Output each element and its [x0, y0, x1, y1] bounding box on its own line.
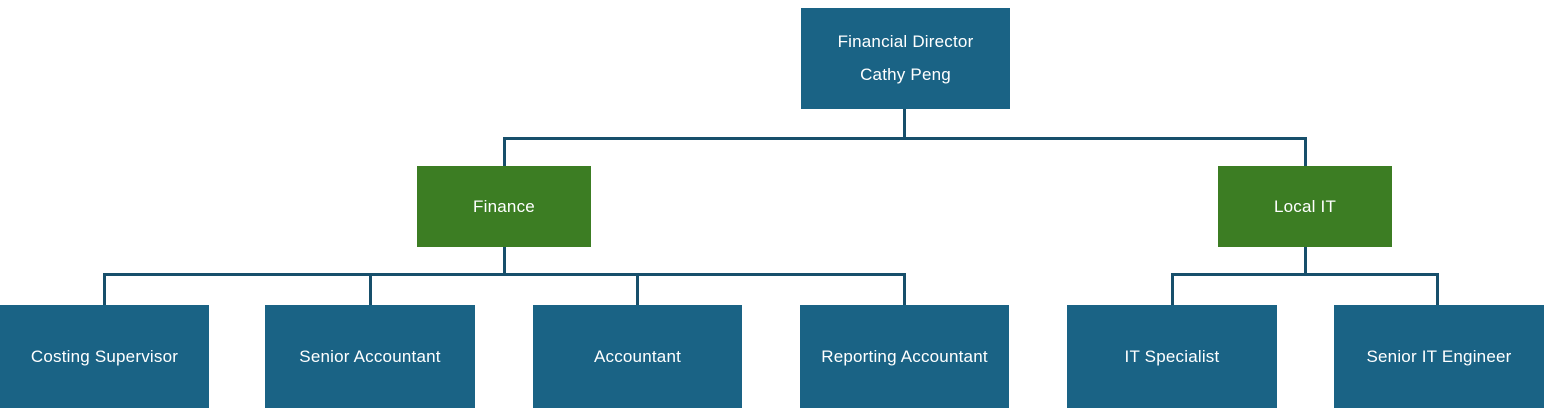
connector-level2-rail	[503, 137, 1307, 140]
org-node-senior-accountant[interactable]: Senior Accountant	[265, 305, 475, 408]
connector-finance-rail	[103, 273, 906, 276]
org-node-finance[interactable]: Finance	[417, 166, 591, 247]
root-person-name: Cathy Peng	[860, 65, 951, 84]
department-label: Local IT	[1273, 196, 1337, 216]
leaf-label: IT Specialist	[1124, 346, 1220, 366]
connector-senior-it-engineer-drop	[1436, 273, 1439, 305]
org-node-accountant[interactable]: Accountant	[533, 305, 742, 408]
leaf-label: Costing Supervisor	[30, 346, 179, 366]
org-node-it-specialist[interactable]: IT Specialist	[1067, 305, 1277, 408]
connector-costing-supervisor-drop	[103, 273, 106, 305]
connector-finance-stem	[503, 247, 506, 276]
org-node-local-it[interactable]: Local IT	[1218, 166, 1392, 247]
connector-root-drop	[903, 109, 906, 138]
connector-local-it-stem	[1304, 247, 1307, 276]
root-title: Financial Director	[837, 32, 974, 51]
leaf-label: Senior Accountant	[299, 346, 441, 366]
connector-local-it-rail	[1171, 273, 1439, 276]
leaf-label: Accountant	[593, 346, 682, 366]
department-label: Finance	[473, 196, 535, 216]
connector-accountant-drop	[636, 273, 639, 305]
org-node-costing-supervisor[interactable]: Costing Supervisor	[0, 305, 209, 408]
org-node-reporting-accountant[interactable]: Reporting Accountant	[800, 305, 1009, 408]
connector-senior-accountant-drop	[369, 273, 372, 305]
org-node-financial-director[interactable]: Financial Director Cathy Peng	[801, 8, 1010, 109]
leaf-label: Reporting Accountant	[821, 346, 988, 366]
connector-reporting-accountant-drop	[903, 273, 906, 305]
leaf-label: Senior IT Engineer	[1366, 346, 1512, 366]
connector-it-specialist-drop	[1171, 273, 1174, 305]
org-node-senior-it-engineer[interactable]: Senior IT Engineer	[1334, 305, 1544, 408]
connector-finance-drop	[503, 137, 506, 166]
connector-local-it-drop	[1304, 137, 1307, 166]
